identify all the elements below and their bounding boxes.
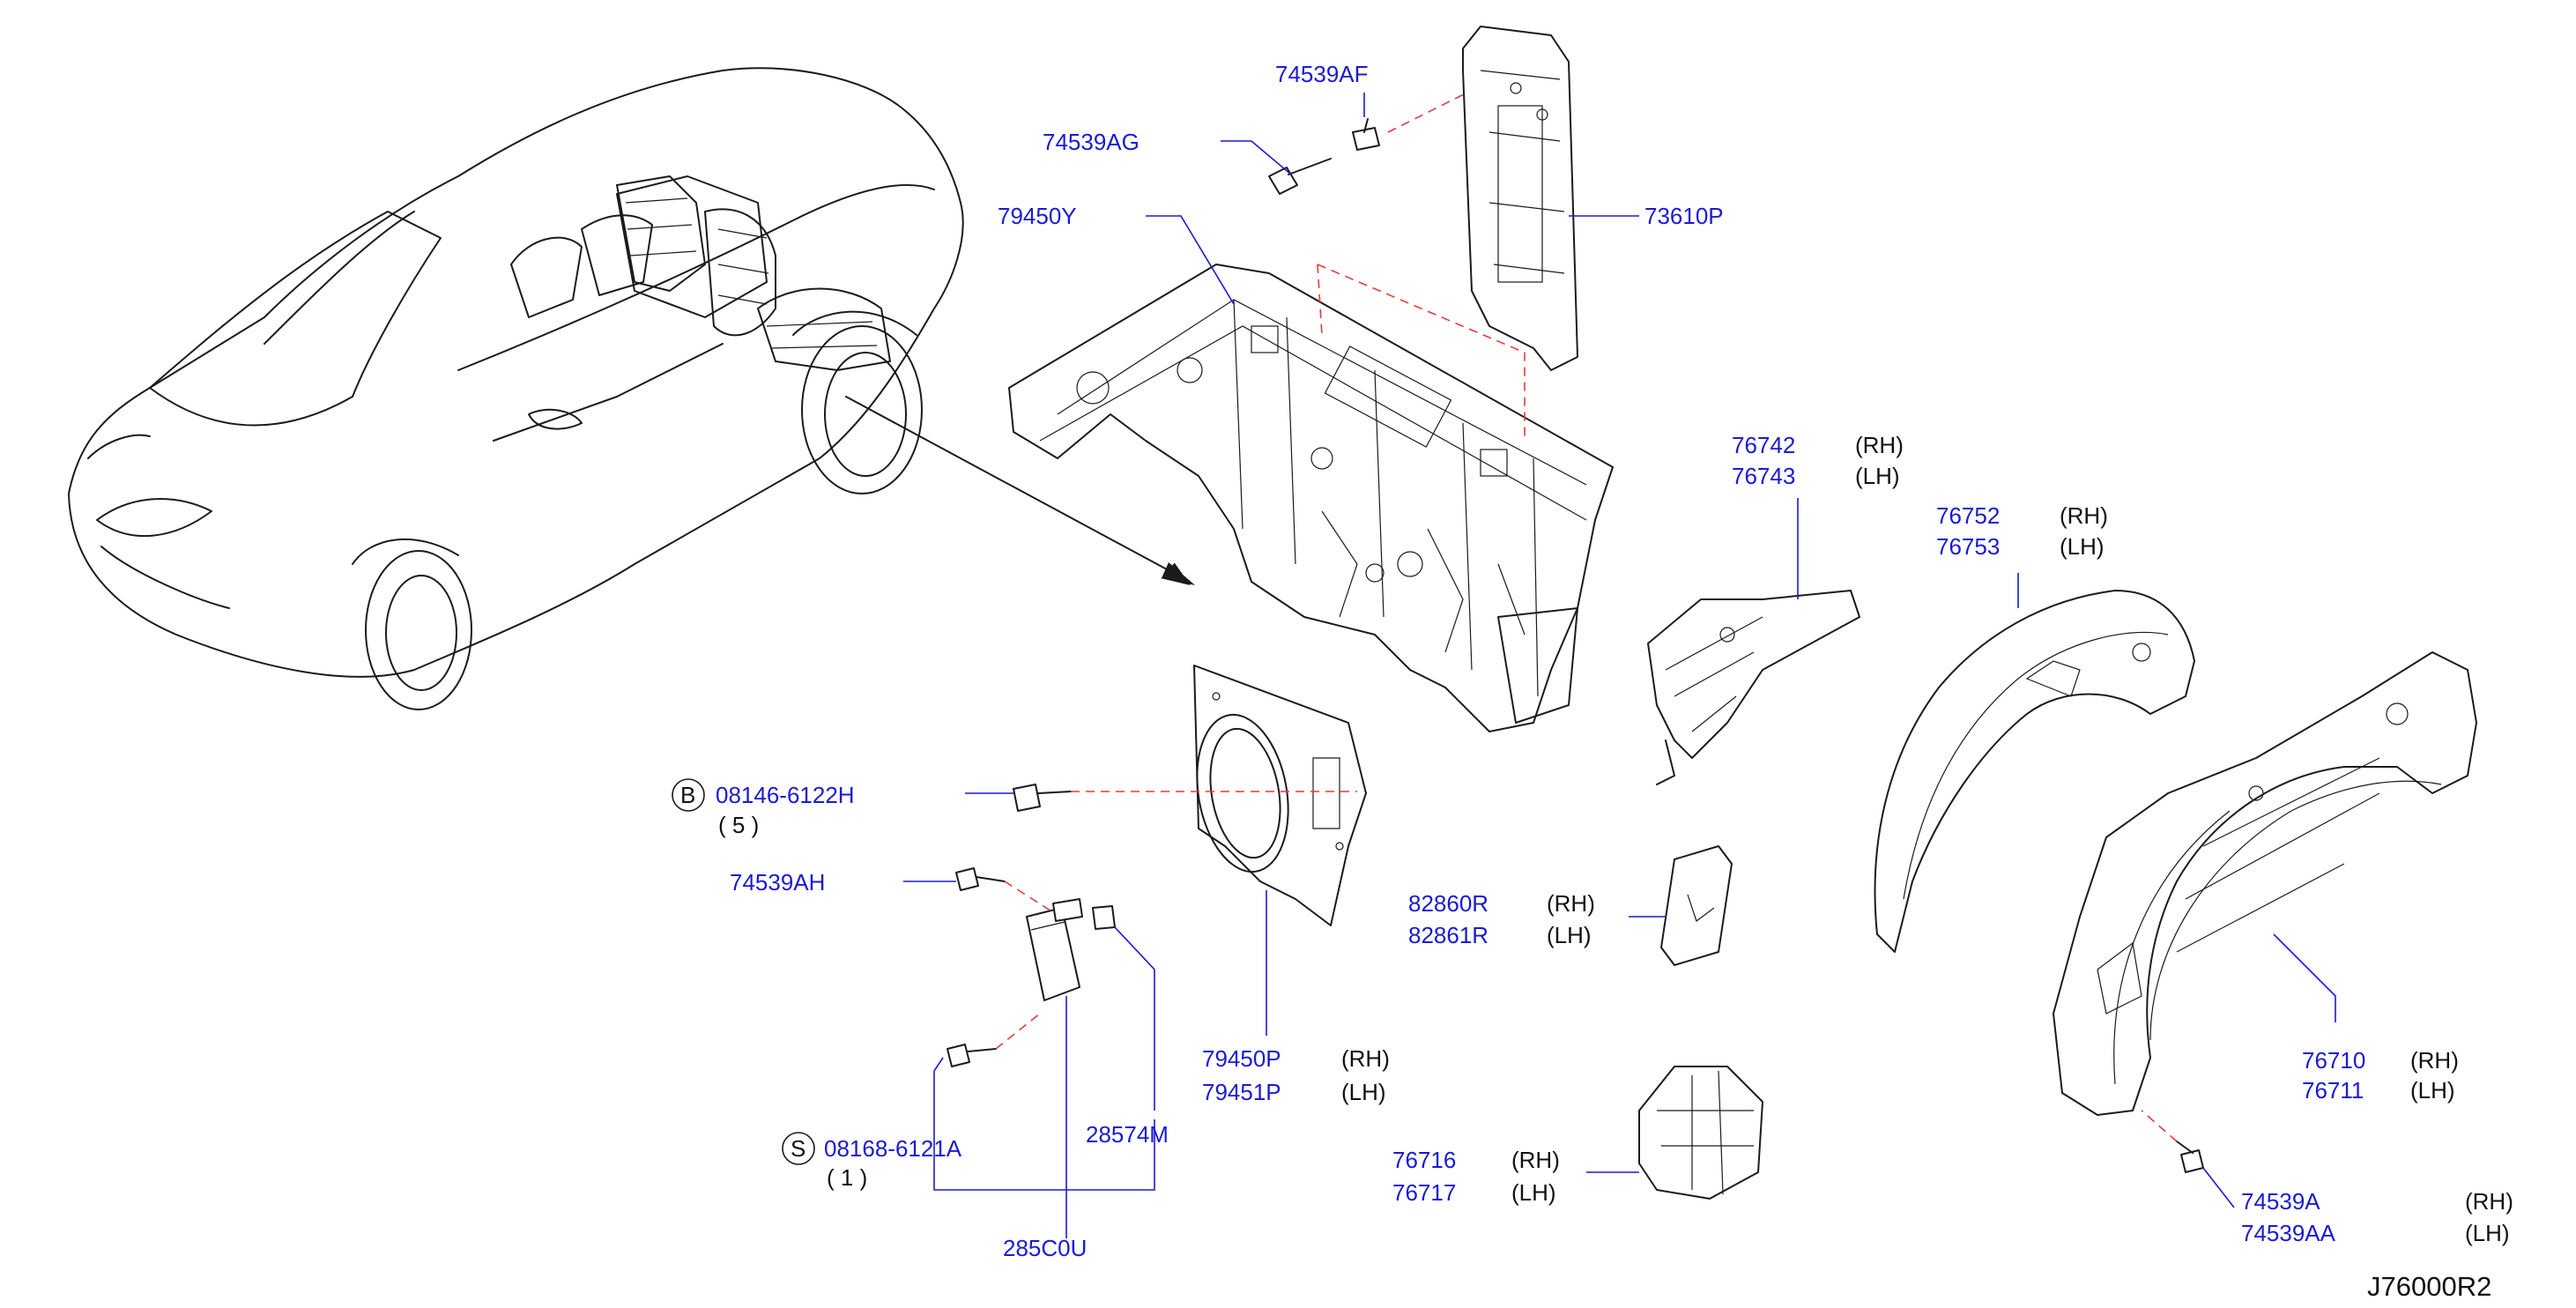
leader-lines [903, 93, 2336, 1238]
prefix-circle-B [672, 778, 705, 812]
label-74539A: 74539A [2241, 1188, 2320, 1215]
bolt-74539AG [1268, 158, 1332, 195]
label-76742-side: (RH) [1855, 432, 1904, 458]
label-08146-qty: ( 5 ) [718, 812, 759, 838]
label-79451P-side: (LH) [1341, 1079, 1386, 1105]
bolt-74539AF [1352, 118, 1380, 151]
dashed-guides [995, 92, 2178, 1142]
bolt-08168-6121A [947, 1044, 997, 1067]
label-76711-side: (LH) [2410, 1077, 2455, 1104]
bracket-73610P [1462, 26, 1578, 371]
label-79450P-side: (RH) [1341, 1045, 1390, 1072]
label-76753-side: (LH) [2060, 533, 2105, 560]
label-76717-side: (LH) [1511, 1179, 1556, 1206]
label-76716-side: (RH) [1511, 1147, 1560, 1173]
rear-panel-assembly-79450Y [1008, 264, 1614, 732]
label-79450P: 79450P [1202, 1045, 1281, 1072]
label-82861R: 82861R [1408, 922, 1488, 948]
part-labels: 74539AF 74539AG 73610P 79450Y 76742 (RH)… [672, 61, 2513, 1302]
diagram-code: J76000R2 [2367, 1271, 2491, 1302]
vehicle-illustration [68, 67, 1195, 710]
bracket-76716 [1638, 1066, 1763, 1200]
label-74539AA: 74539AA [2241, 1220, 2336, 1246]
label-82861R-side: (LH) [1547, 922, 1592, 948]
bolt-74539A [2176, 1141, 2204, 1173]
label-28574M: 28574M [1086, 1121, 1169, 1148]
bracket-76742 [1647, 590, 1860, 785]
label-08168-prefix: S [791, 1135, 805, 1162]
label-76743-side: (LH) [1855, 463, 1900, 489]
label-08146-6122H: 08146-6122H [716, 782, 855, 808]
label-79451P: 79451P [1202, 1079, 1281, 1105]
label-74539AA-side: (LH) [2465, 1220, 2510, 1246]
label-76742: 76742 [1732, 432, 1795, 458]
prefix-circle-S [782, 1132, 815, 1165]
bolt-08146-6122H [1013, 784, 1072, 812]
label-82860R-side: (RH) [1547, 890, 1595, 917]
wheelhouse-76752 [1874, 590, 2195, 953]
pad-82860R [1660, 845, 1733, 966]
label-08168-6121A: 08168-6121A [824, 1135, 962, 1162]
label-74539AF: 74539AF [1275, 61, 1369, 87]
label-76743: 76743 [1732, 463, 1795, 489]
label-76753: 76753 [1936, 533, 2000, 560]
label-76710: 76710 [2302, 1047, 2365, 1074]
bolt-74539AH [955, 867, 1006, 891]
label-74539A-side: (RH) [2465, 1188, 2513, 1215]
wheelhouse-outer-76710 [2053, 651, 2477, 1116]
label-82860R: 82860R [1408, 890, 1488, 917]
label-08146-prefix: B [680, 782, 695, 808]
label-76711: 76711 [2302, 1077, 2364, 1104]
label-76716: 76716 [1392, 1147, 1456, 1173]
control-unit-285C0U [1026, 898, 1083, 1001]
speaker-board-79450P [1193, 665, 1367, 926]
label-74539AG: 74539AG [1043, 129, 1140, 155]
label-08168-qty: ( 1 ) [827, 1164, 867, 1191]
label-73610P: 73610P [1644, 203, 1724, 229]
label-76752-side: (RH) [2060, 502, 2108, 529]
label-76717: 76717 [1392, 1179, 1456, 1206]
label-74539AH: 74539AH [730, 869, 825, 896]
label-76752: 76752 [1936, 502, 2000, 529]
connector-28574M [1092, 905, 1116, 930]
label-79450Y: 79450Y [998, 203, 1077, 229]
label-76710-side: (RH) [2410, 1047, 2459, 1074]
label-285C0U: 285C0U [1003, 1235, 1087, 1261]
